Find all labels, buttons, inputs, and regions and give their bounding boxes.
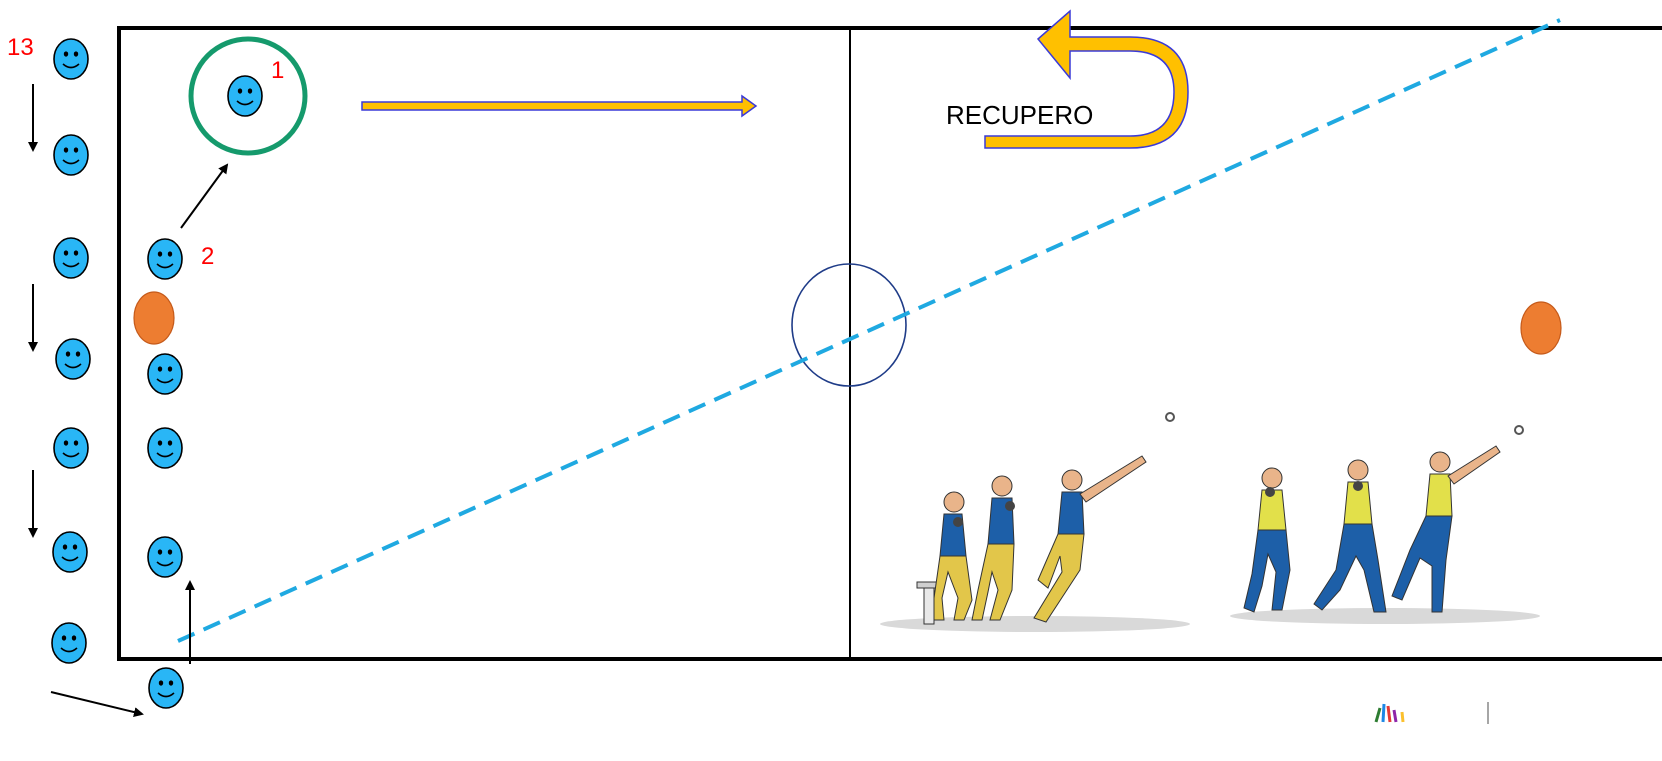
throw-trajectory-line xyxy=(177,18,1561,643)
smiley-face-icon xyxy=(53,38,89,80)
player-label-1: 1 xyxy=(271,57,284,84)
smiley-face-icon xyxy=(53,427,89,469)
smiley-face-icon xyxy=(227,75,263,117)
smiley-face-icon xyxy=(147,427,183,469)
player-label-13: 13 xyxy=(7,34,34,61)
rotation-arrow-bottom xyxy=(50,691,144,717)
recupero-label: RECUPERO xyxy=(946,100,1093,130)
smiley-face-icon xyxy=(53,134,89,176)
logo-mark xyxy=(1374,702,1489,724)
orange-cone-marker xyxy=(133,291,175,345)
recovery-uturn-arrow xyxy=(984,9,1189,149)
smiley-face-icon xyxy=(147,353,183,395)
smiley-face-icon xyxy=(147,238,183,280)
smiley-face-icon xyxy=(148,667,184,709)
smiley-face-icon xyxy=(51,622,87,664)
run-direction-arrow xyxy=(361,94,758,118)
field-boundary xyxy=(117,26,1662,661)
smiley-face-icon xyxy=(53,237,89,279)
smiley-face-icon xyxy=(147,536,183,578)
smiley-face-icon xyxy=(52,531,88,573)
center-circle xyxy=(791,263,907,387)
player-label-2: 2 xyxy=(201,243,214,270)
shot-put-rotation-sequence xyxy=(1230,425,1540,624)
smiley-face-icon xyxy=(55,338,91,380)
rotation-arrow-to-start xyxy=(180,163,229,229)
orange-cone-marker xyxy=(1520,301,1562,355)
shot-put-throw-sequence xyxy=(880,412,1190,632)
start-ring xyxy=(188,36,308,156)
